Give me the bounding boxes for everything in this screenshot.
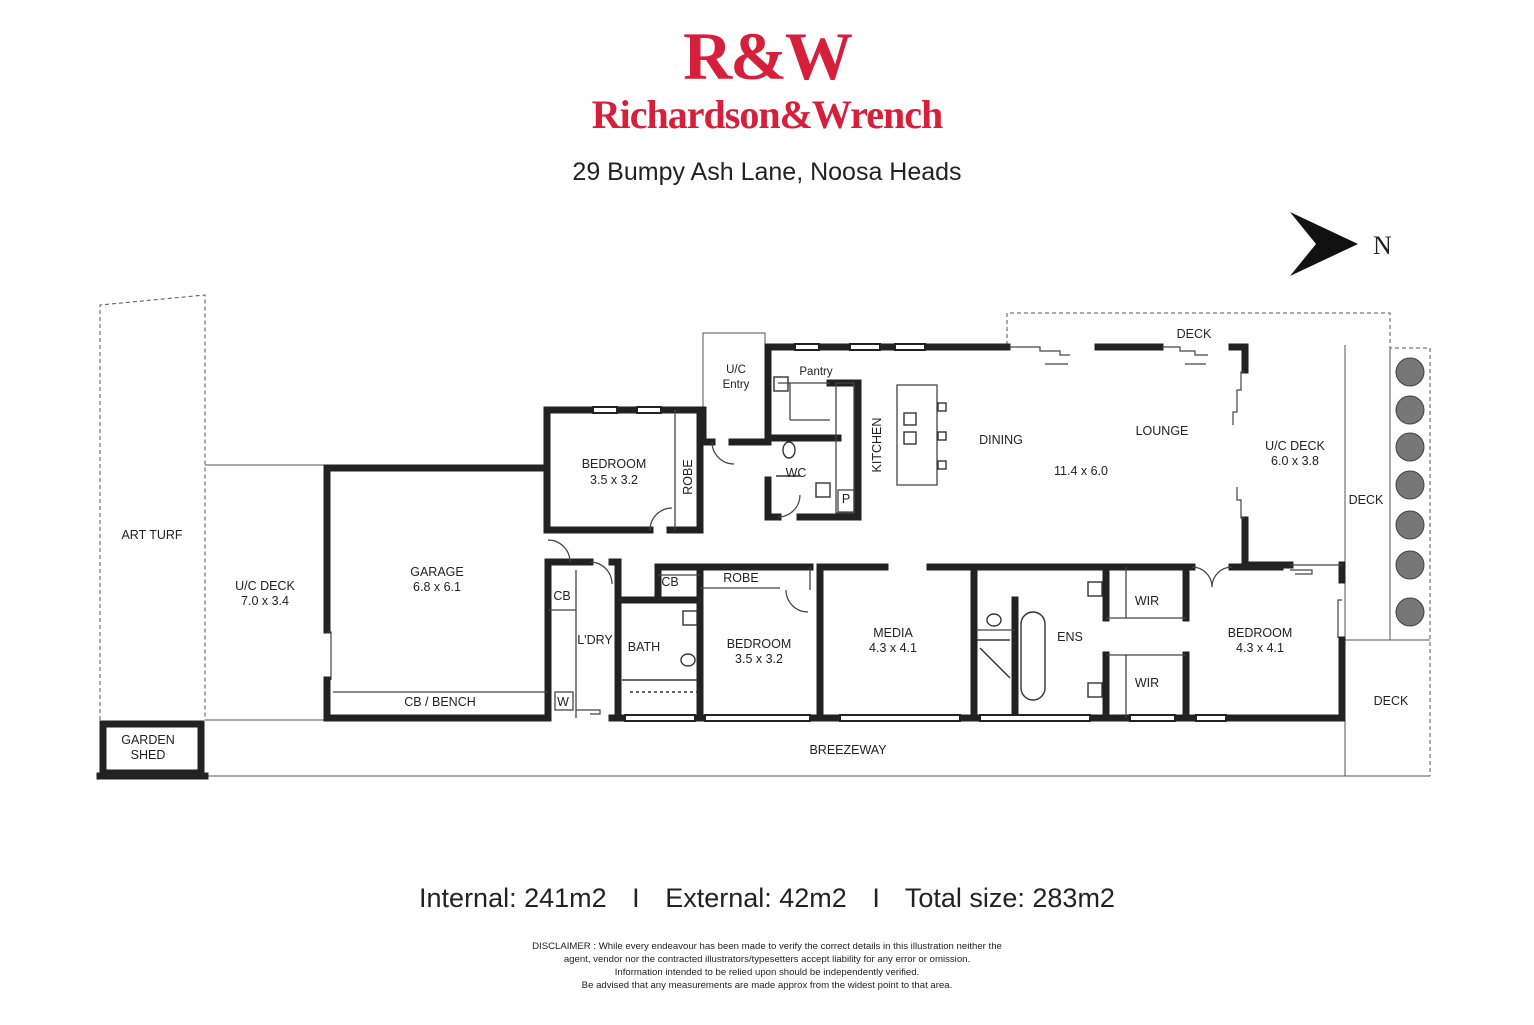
bedroom-mid-label: BEDROOM <box>727 637 792 651</box>
deck-bottom-right-label: DECK <box>1374 694 1409 708</box>
sink-icon <box>1087 581 1103 597</box>
robe-mid-label: ROBE <box>723 571 758 585</box>
total-area: Total size: 283m2 <box>904 883 1115 913</box>
toilet-icon <box>680 653 696 667</box>
internal-area: Internal: 241m2 <box>419 883 607 913</box>
bedroom-mid-size: 3.5 x 3.2 <box>735 652 783 666</box>
ens-label: ENS <box>1057 630 1083 644</box>
sink-icon <box>1087 682 1103 698</box>
bath-label: BATH <box>628 640 660 654</box>
disclaimer-line: Be advised that any measurements are mad… <box>581 980 953 991</box>
laundry-w-label: W <box>557 695 569 709</box>
media-size: 4.3 x 4.1 <box>869 641 917 655</box>
media-label: MEDIA <box>873 626 913 640</box>
brand-logo-name: Richardson&Wrench <box>591 92 943 137</box>
bathtub-icon <box>1020 611 1046 701</box>
wir-top-label: WIR <box>1135 594 1159 608</box>
sink-icon <box>773 376 789 392</box>
disclaimer-line: agent, vendor nor the contracted illustr… <box>563 954 971 965</box>
property-address: 29 Bumpy Ash Lane, Noosa Heads <box>572 158 962 186</box>
external-area: External: 42m2 <box>665 883 847 913</box>
uc-deck-left-size: 7.0 x 3.4 <box>241 594 289 608</box>
laundry-label: L'DRY <box>577 633 613 647</box>
cb-bath-label: CB <box>661 575 678 589</box>
art-turf-label: ART TURF <box>121 528 182 542</box>
garden-shed-label: GARDEN <box>121 733 174 747</box>
cb-bench-label: CB / BENCH <box>404 695 476 709</box>
dining-label: DINING <box>979 433 1023 447</box>
toilet-icon <box>782 441 796 459</box>
bedroom-top-label: BEDROOM <box>582 457 647 471</box>
disclaimer-line: Information intended to be relied upon s… <box>614 967 920 978</box>
living-size: 11.4 x 6.0 <box>1054 464 1108 478</box>
door-swings <box>547 441 1233 613</box>
sink-icon <box>815 482 831 498</box>
deck-top-label: DECK <box>1177 327 1212 341</box>
cb-laundry-label: CB <box>553 589 570 603</box>
area-summary: Internal: 241m2 I External: 42m2 I Total… <box>0 880 1534 916</box>
bedroom-main-label: BEDROOM <box>1228 626 1293 640</box>
north-arrow-icon <box>1290 212 1358 276</box>
breezeway-label: BREEZEWAY <box>809 743 887 757</box>
sink-icon <box>903 431 917 445</box>
toilet-icon <box>986 613 1002 627</box>
disclaimer-line: DISCLAIMER : While every endeavour has b… <box>532 941 1002 952</box>
sink-icon <box>903 412 917 426</box>
bedroom-main-size: 4.3 x 4.1 <box>1236 641 1284 655</box>
wc-label: WC <box>786 466 807 480</box>
uc-deck-right-size: 6.0 x 3.8 <box>1271 454 1319 468</box>
garden-shed-label-2: SHED <box>131 748 166 762</box>
windows <box>592 343 1227 722</box>
deck-right-label: DECK <box>1349 493 1384 507</box>
separator: I <box>632 883 640 913</box>
kitchen-label: KITCHEN <box>870 418 884 473</box>
wir-bottom-label: WIR <box>1135 676 1159 690</box>
pantry-p-label: P <box>842 492 850 506</box>
garage-label: GARAGE <box>410 565 464 579</box>
garage-size: 6.8 x 6.1 <box>413 580 461 594</box>
separator: I <box>872 883 880 913</box>
lounge-label: LOUNGE <box>1136 424 1189 438</box>
robe-top-label: ROBE <box>681 459 695 494</box>
uc-deck-left-label: U/C DECK <box>235 579 295 593</box>
bedroom-top-size: 3.5 x 3.2 <box>590 473 638 487</box>
wall-lines <box>96 343 1346 780</box>
sink-icon <box>682 610 698 626</box>
uc-entry-label: U/C <box>726 364 746 376</box>
disclaimer: DISCLAIMER : While every endeavour has b… <box>0 940 1534 992</box>
fixtures <box>622 376 1103 701</box>
brand-logo-mark: R&W <box>683 18 853 94</box>
room-labels: ART TURF GARDEN SHED U/C DECK 7.0 x 3.4 … <box>121 327 1409 762</box>
uc-deck-right-label: U/C DECK <box>1265 439 1325 453</box>
plant-icons <box>1395 357 1425 627</box>
north-label: N <box>1373 231 1392 260</box>
pantry-label: Pantry <box>799 366 832 378</box>
interior-lines <box>333 382 1342 718</box>
sliding-doors <box>327 346 1342 715</box>
uc-entry-label-2: Entry <box>723 379 750 391</box>
